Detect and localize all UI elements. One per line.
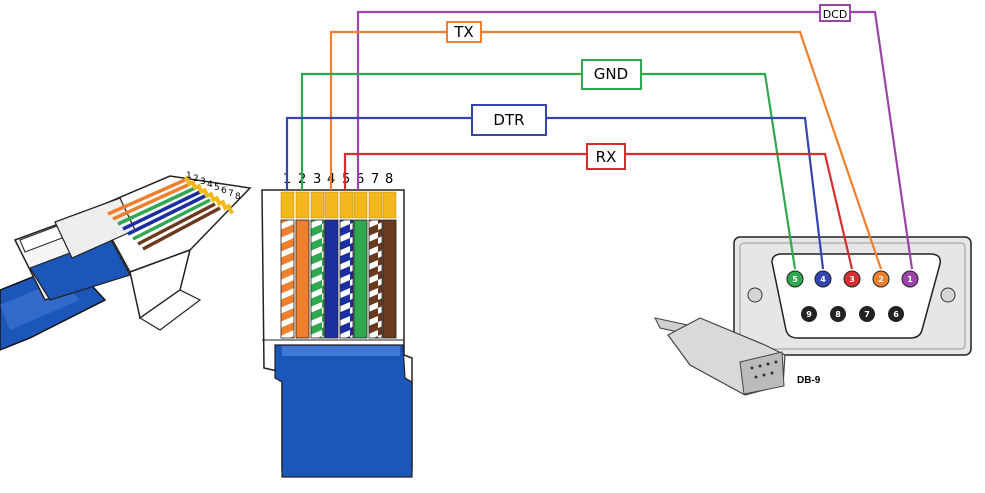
side-pin-4: 4 [207,180,213,190]
rj45-pin-3: 3 [313,172,321,187]
side-pin-5: 5 [214,183,220,193]
db9-pin-4: 4 [820,275,826,284]
label-dtr: DTR [471,104,547,136]
db9-pin-8: 8 [835,310,841,319]
side-pin-3: 3 [200,177,206,187]
db9-pin-3: 3 [849,275,855,284]
db9-connector [733,236,972,356]
db9-pin-5: 5 [792,275,798,284]
side-pin-8: 8 [235,192,241,202]
side-pin-1: 1 [186,171,192,181]
label-dcd-text: DCD [823,8,848,21]
rj45-pin-7: 7 [371,172,379,187]
db9-pin-2: 2 [878,275,884,284]
label-tx-text: TX [453,23,473,41]
signal-wires [285,10,914,270]
rj45-pin-8: 8 [385,172,393,187]
db9-pin-7: 7 [864,310,870,319]
label-dcd: DCD [819,4,851,22]
label-rx-text: RX [596,148,617,166]
label-dtr-text: DTR [493,111,524,129]
rj45-pin-6: 6 [356,172,364,187]
db9-pin-6: 6 [893,310,899,319]
side-pin-6: 6 [221,186,227,196]
db9-label: DB-9 [797,375,821,386]
rj45-plug-side-view: 1 2 3 4 5 6 7 8 [0,171,252,351]
label-gnd-text: GND [594,65,628,83]
label-rx: RX [586,143,626,170]
db9-pin-9: 9 [806,310,812,319]
label-tx: TX [446,21,482,43]
label-gnd: GND [581,59,642,90]
db9-top-pins: 5 4 3 2 1 [786,270,919,288]
signal-labels: DCD TX GND DTR RX [446,4,851,170]
wire-dcd [356,10,914,270]
db9-bottom-pins: 9 8 7 6 [801,306,904,322]
wire-rx [343,152,854,270]
wire-gnd [300,72,797,270]
wire-tx [329,30,883,270]
rj45-pin-5: 5 [342,172,350,187]
db9-cable-illustration: DB-9 [654,317,821,396]
rj45-plug-front-view [261,189,413,478]
side-pin-7: 7 [228,189,234,199]
db9-pin-1: 1 [907,275,913,284]
side-pin-2: 2 [193,174,199,184]
